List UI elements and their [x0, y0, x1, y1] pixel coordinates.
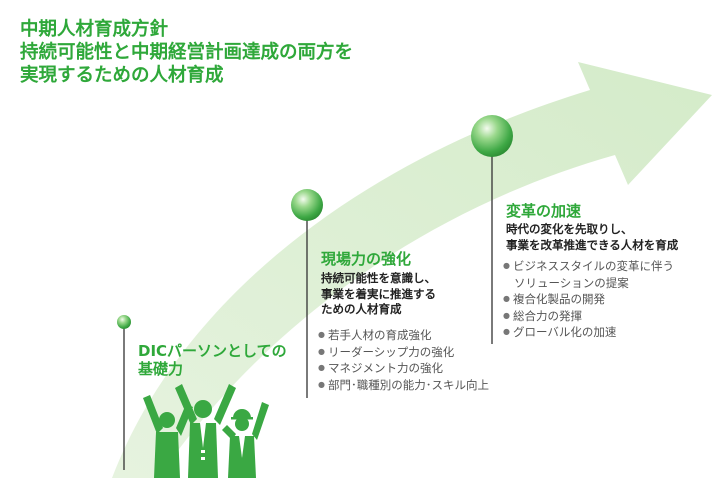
stage3-bullet-list: ビジネススタイルの変革に伴う ソリューションの提案 複合化製品の開発 総合力の発… [503, 258, 674, 341]
list-item: ビジネススタイルの変革に伴う [503, 258, 674, 275]
stage2-ball-icon [291, 189, 323, 221]
stage1-heading: DICパーソンとしての 基礎力 [138, 342, 287, 378]
list-item: マネジメント力の強化 [318, 360, 489, 377]
stage3-ball-icon [471, 115, 513, 157]
title-line-2: 持続可能性と中期経営計画達成の両方を [20, 42, 354, 63]
stage1-heading-line-1: DICパーソンとしての [138, 342, 287, 360]
title-line-3: 実現するための人材育成 [20, 65, 224, 86]
list-item: グローバル化の加速 [503, 324, 674, 341]
stage2-description-line: ための人材育成 [321, 302, 402, 316]
stage2-description-line: 事業を着実に推進する [321, 286, 436, 301]
stage1-heading-line-2: 基礎力 [138, 360, 184, 378]
stage3-description: 時代の変化を先取りし、 事業を改革推進できる人材を育成 [506, 222, 678, 253]
stage2-description-line: 持続可能性を意識し、 [321, 271, 436, 285]
stage3-description-line: 時代の変化を先取りし、 [506, 222, 633, 236]
list-item: 総合力の発揮 [503, 308, 674, 325]
stage3-description-line: 事業を改革推進できる人材を育成 [506, 237, 679, 252]
list-item: ソリューションの提案 [514, 275, 629, 290]
growth-arrow [112, 62, 712, 478]
list-item: リーダーシップ力の強化 [318, 344, 489, 361]
list-item: 若手人材の育成強化 [318, 327, 489, 344]
stage2-description: 持続可能性を意識し、 事業を着実に推進する ための人材育成 [321, 271, 436, 318]
stage2-bullet-list: 若手人材の育成強化 リーダーシップ力の強化 マネジメント力の強化 部門･職種別の… [318, 327, 489, 393]
stage3-heading: 変革の加速 [506, 202, 582, 220]
title-line-1: 中期人材育成方針 [20, 19, 169, 40]
list-item: 部門･職種別の能力･スキル向上 [318, 377, 489, 394]
stage1-ball-icon [117, 315, 131, 329]
stage2-heading: 現場力の強化 [321, 250, 412, 268]
list-item: 複合化製品の開発 [503, 291, 674, 308]
page-title: 中期人材育成方針 持続可能性と中期経営計画達成の両方を 実現するための人材育成 [20, 18, 353, 87]
people-raising-arms-icon [143, 384, 269, 478]
